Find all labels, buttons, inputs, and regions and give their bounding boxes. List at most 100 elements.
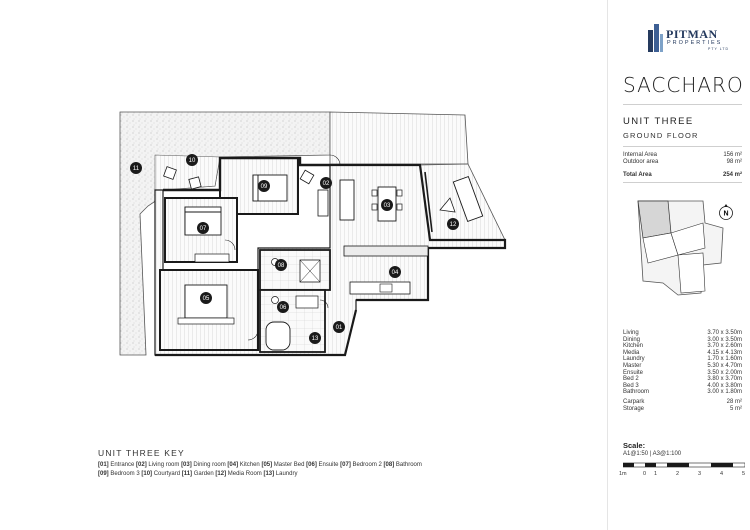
svg-text:04: 04 bbox=[392, 270, 399, 276]
key-line-1: [01] Entrance [02] Living room [03] Dini… bbox=[98, 462, 422, 468]
scale-label: Scale: bbox=[623, 441, 646, 450]
room-marker-01: 01 bbox=[333, 321, 345, 333]
key-number: [12] bbox=[215, 471, 227, 477]
room-marker-11: 11 bbox=[130, 162, 142, 174]
key-number: [01] bbox=[98, 462, 109, 468]
svg-text:10: 10 bbox=[189, 158, 196, 164]
scale-tick: 1 bbox=[654, 471, 658, 477]
key-number: [02] bbox=[136, 462, 147, 468]
brand-sub: PROPERTIES bbox=[667, 40, 723, 46]
key-number: [09] bbox=[98, 471, 109, 477]
divider-line bbox=[623, 104, 742, 105]
svg-text:11: 11 bbox=[133, 166, 140, 172]
svg-text:03: 03 bbox=[384, 203, 391, 209]
room-marker-13: 13 bbox=[309, 332, 321, 344]
scale-value: A1@1:50 | A3@1:100 bbox=[623, 451, 682, 457]
divider-line bbox=[623, 182, 742, 183]
floor-plan-drawing: 01 02 03 04 05 06 07 08 09 10 11 12 13 bbox=[119, 111, 507, 357]
room-marker-07: 07 bbox=[197, 222, 209, 234]
coffee-table bbox=[317, 189, 329, 217]
brand-sub2: PTY LTD bbox=[708, 47, 730, 51]
total-label: Total Area bbox=[623, 172, 652, 178]
key-label: Kitchen bbox=[238, 462, 262, 468]
key-number: [10] bbox=[141, 471, 153, 477]
key-label: Living room bbox=[146, 462, 182, 468]
brand-logo: PITMAN PROPERTIES PTY LTD bbox=[646, 24, 736, 54]
dimension-row: Master 5.30 x 4.70m bbox=[623, 363, 742, 370]
scale-tick: 0 bbox=[643, 471, 647, 477]
room-marker-02: 02 bbox=[320, 177, 332, 189]
area-label: Internal Area bbox=[623, 152, 658, 158]
area-value: 98 m² bbox=[726, 159, 742, 165]
key-number: [06] bbox=[306, 462, 317, 468]
room-marker-04: 04 bbox=[389, 266, 401, 278]
key-label: Ensuite bbox=[316, 462, 341, 468]
room-marker-06: 06 bbox=[277, 301, 289, 313]
svg-text:01: 01 bbox=[336, 325, 343, 331]
scale-tick: 4 bbox=[720, 471, 724, 477]
dimension-room: Living bbox=[623, 330, 639, 336]
scale-tick: 5 bbox=[742, 471, 746, 477]
room-marker-03: 03 bbox=[381, 199, 393, 211]
key-number: [07] bbox=[340, 462, 351, 468]
info-panel: PITMAN PROPERTIES PTY LTD SACCHARO UNIT … bbox=[608, 0, 750, 530]
key-label: Bedroom 2 bbox=[350, 462, 384, 468]
divider-line bbox=[623, 146, 742, 147]
dimension-size: 3.00 x 3.50m bbox=[707, 336, 742, 343]
key-number: [04] bbox=[227, 462, 239, 468]
total-value: 254 m² bbox=[722, 172, 742, 178]
key-number: [03] bbox=[181, 462, 192, 468]
room-marker-09: 09 bbox=[258, 180, 270, 192]
svg-text:13: 13 bbox=[312, 336, 319, 342]
north-label: N bbox=[723, 211, 728, 218]
sofa bbox=[339, 179, 355, 221]
svg-text:02: 02 bbox=[323, 181, 330, 187]
kitchen-bench bbox=[343, 245, 429, 257]
building-title: SACCHARO bbox=[623, 73, 744, 97]
outer-wall bbox=[163, 156, 330, 192]
bed-3 bbox=[252, 174, 288, 202]
key-label: Dining room bbox=[191, 462, 228, 468]
dimension-row: Living 3.70 x 3.50m bbox=[623, 330, 742, 337]
bathtub bbox=[265, 321, 291, 351]
key-number: [13] bbox=[263, 471, 275, 477]
key-label: Bathroom bbox=[394, 462, 422, 468]
room-markers: 01 02 03 04 05 06 07 08 09 10 11 12 13 bbox=[130, 154, 459, 344]
room-marker-12: 12 bbox=[447, 218, 459, 230]
dimension-size: 3.00 x 1.80m bbox=[707, 389, 742, 396]
dimension-room: Bed 2 bbox=[623, 376, 639, 383]
dimension-room: Kitchen bbox=[623, 343, 644, 350]
dimension-size: 3.70 x 3.50m bbox=[707, 330, 742, 336]
brand-name: PITMAN bbox=[666, 27, 718, 41]
scale-tick: 1m bbox=[619, 471, 627, 477]
dimension-size: 3.70 x 2.60m bbox=[707, 343, 742, 350]
svg-text:12: 12 bbox=[450, 222, 457, 228]
building-icon bbox=[648, 24, 663, 52]
key-title: UNIT THREE KEY bbox=[98, 448, 185, 458]
key-label: Entrance bbox=[108, 462, 137, 468]
panel-divider bbox=[607, 0, 608, 530]
key-label: Bedroom 3 bbox=[108, 471, 142, 477]
dimension-size: 3.50 x 2.00m bbox=[707, 369, 742, 376]
scale-bar bbox=[623, 462, 745, 468]
dimension-room: Master bbox=[623, 363, 642, 369]
svg-text:08: 08 bbox=[278, 263, 285, 269]
room-marker-10: 10 bbox=[186, 154, 198, 166]
dimension-size: 5.30 x 4.70m bbox=[707, 363, 742, 369]
total-area-row: Total Area 254 m² bbox=[623, 172, 742, 178]
key-line-2: [09] Bedroom 3 [10] Courtyard [11] Garde… bbox=[98, 471, 297, 477]
svg-text:06: 06 bbox=[280, 305, 287, 311]
east-wall bbox=[330, 163, 507, 302]
dimension-size: 4.15 x 4.13m bbox=[707, 349, 742, 356]
room-marker-05: 05 bbox=[200, 292, 212, 304]
floor-title: GROUND FLOOR bbox=[623, 131, 699, 140]
floor-plan-area: 01 02 03 04 05 06 07 08 09 10 11 12 13 UNIT THREE KE… bbox=[98, 111, 507, 477]
